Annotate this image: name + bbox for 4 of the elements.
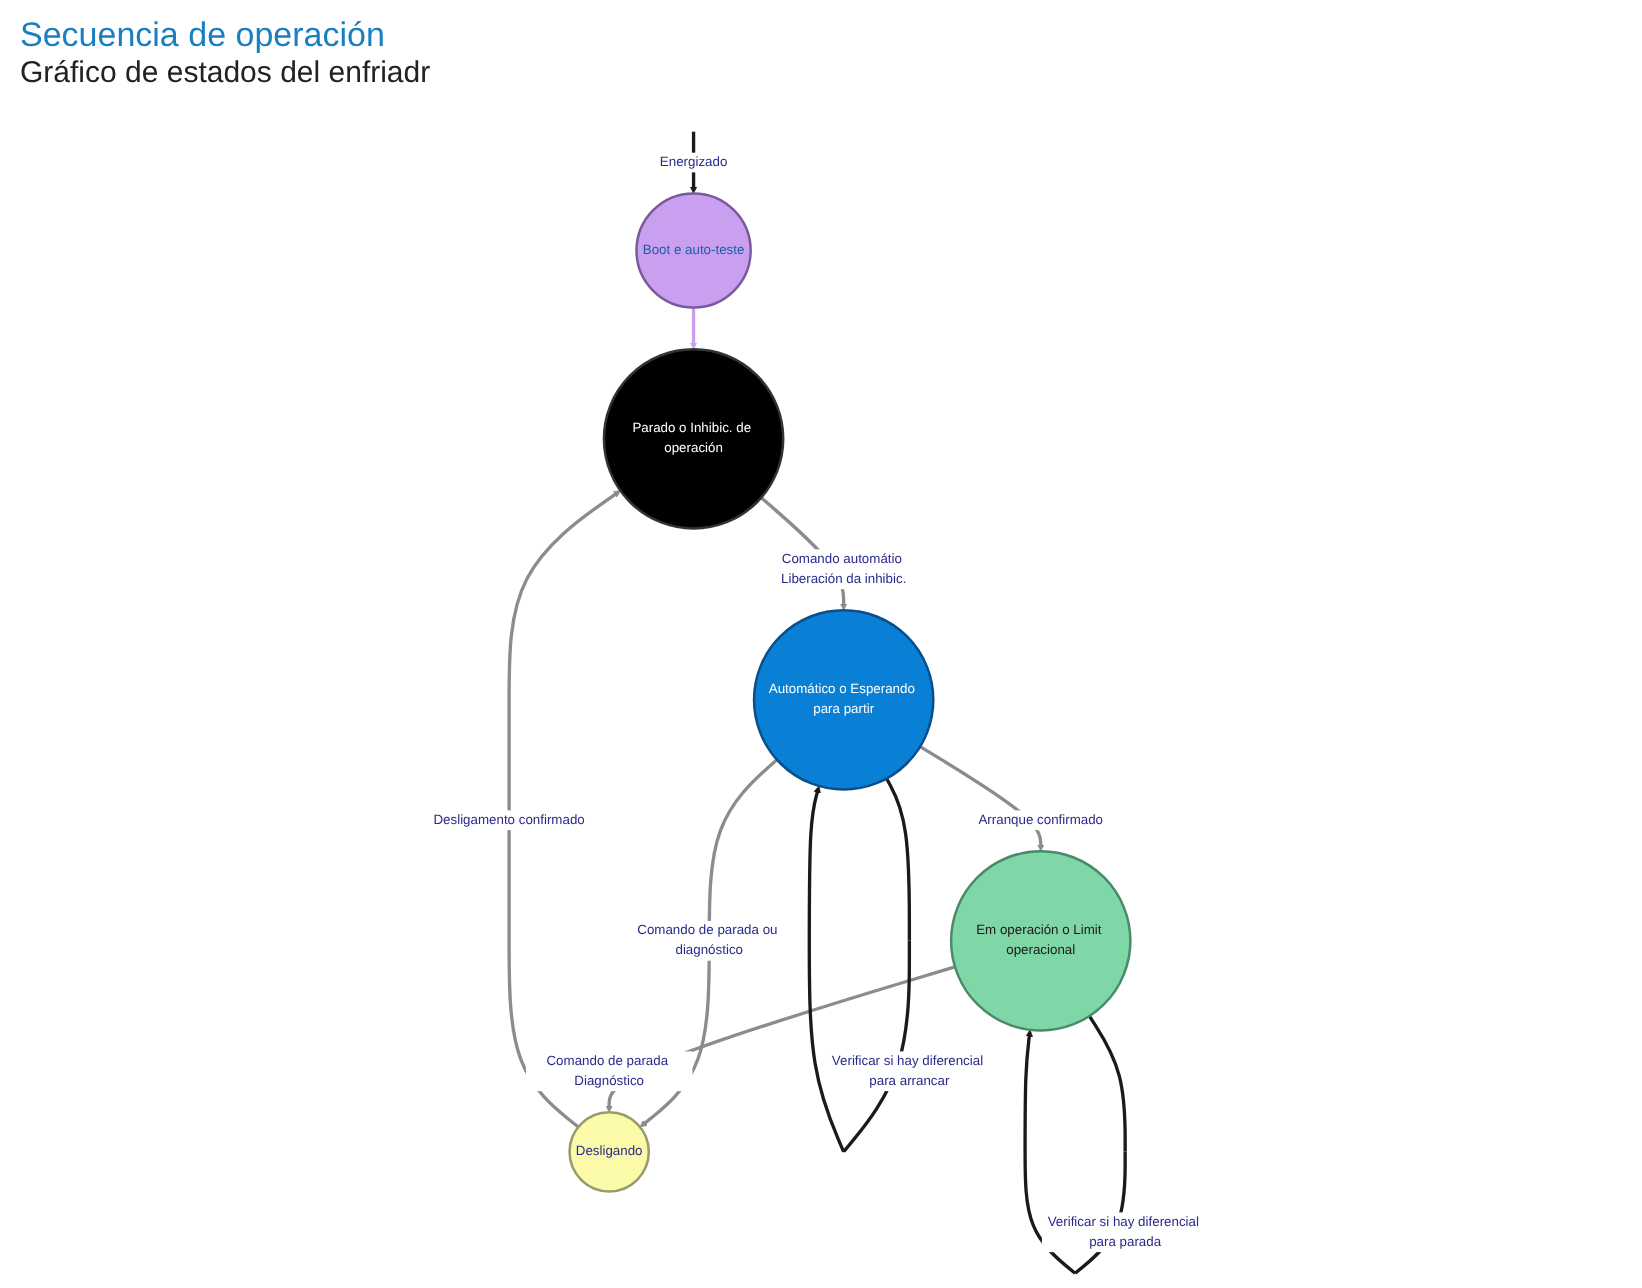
title: Secuencia de operación xyxy=(20,16,387,56)
arrow xyxy=(689,307,698,350)
arrow xyxy=(507,490,621,1129)
caption: Gráfico de estados del enfriadr xyxy=(20,56,431,90)
